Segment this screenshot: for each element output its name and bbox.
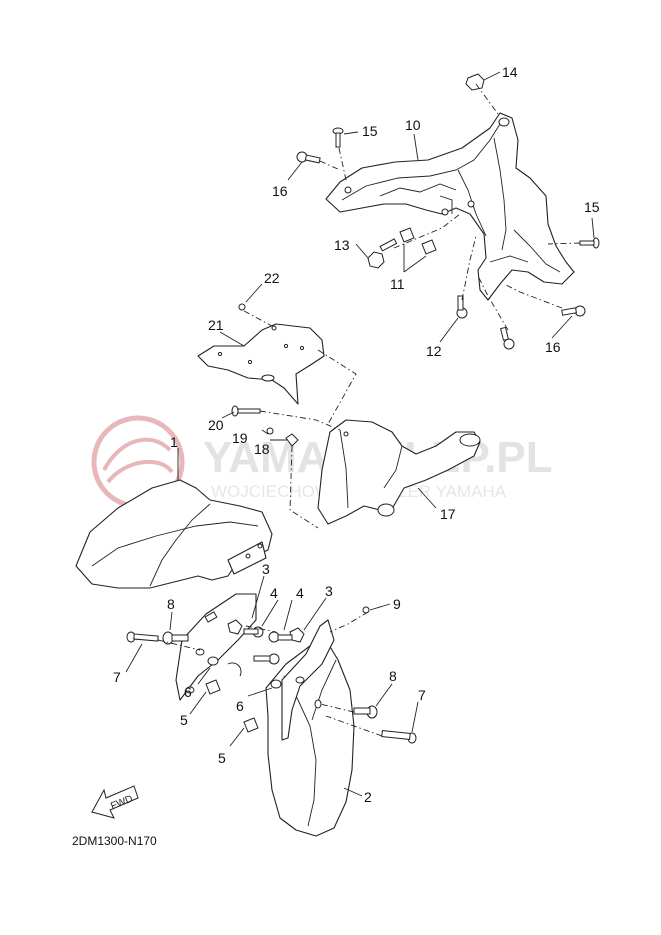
part-17-mud-guard-stay: [317, 419, 481, 525]
callout-6-left: 6: [184, 684, 192, 700]
callout-17: 17: [440, 506, 456, 522]
callout-11: 11: [390, 276, 405, 292]
screw-15-upper-icon: [332, 127, 344, 148]
bolt-4-left-icon: [243, 626, 264, 638]
callout-4-left: 4: [270, 585, 278, 601]
callout-10: 10: [405, 117, 421, 133]
callout-9: 9: [393, 596, 401, 612]
callout-20: 20: [208, 417, 224, 433]
watermark-logo-swoosh-icon: [102, 437, 174, 484]
washer-19-icon: [266, 427, 274, 435]
bolt-8-left-icon: [162, 631, 189, 645]
collar-6-right-icon: [270, 679, 282, 689]
bolt-4-right-icon: [268, 631, 293, 643]
bolt-7-left-icon: [126, 631, 159, 643]
callout-15-upper: 15: [362, 123, 378, 139]
callout-19: 19: [232, 430, 248, 446]
callout-8-right: 8: [389, 668, 397, 684]
clip-5-lower-icon: [243, 717, 259, 733]
part-10-upper-cowl: [325, 112, 575, 301]
nut-18-icon: [285, 433, 299, 447]
bolt-16-upper-icon: [296, 151, 321, 164]
clip-5-left-icon: [205, 679, 221, 695]
part-bracket-right: [281, 619, 335, 741]
callouts: 14 15 10 16 15 13 11 12 16 22 21 1 20 19…: [113, 64, 600, 805]
bolt-4-lower-icon: [253, 653, 280, 665]
screw-fender-icon: [314, 699, 322, 709]
clamp-icon: [227, 662, 242, 677]
callout-13: 13: [334, 237, 350, 253]
fwd-arrow-icon: FWD: [91, 785, 139, 819]
callout-6-right: 6: [236, 698, 244, 714]
screw-15-right-icon: [579, 237, 600, 249]
callout-8-left: 8: [167, 596, 175, 612]
callout-21: 21: [208, 317, 224, 333]
callout-22: 22: [264, 270, 280, 286]
callout-16-right: 16: [545, 339, 561, 355]
part-1-front-fender: [75, 479, 273, 589]
clip-11-b-icon: [421, 239, 437, 255]
callout-2: 2: [364, 789, 372, 805]
part-21-plate: [197, 323, 325, 405]
callout-3-left: 3: [262, 561, 270, 577]
callout-5-lower: 5: [218, 750, 226, 766]
callout-14: 14: [502, 64, 518, 80]
part-22-pin: [238, 303, 246, 311]
clip-11-a-icon: [399, 227, 415, 243]
callout-12: 12: [426, 343, 442, 359]
hardware: [126, 73, 600, 744]
callout-18: 18: [254, 441, 270, 457]
bolt-12-lower-icon: [500, 326, 515, 350]
pin-9-icon: [362, 606, 370, 614]
callout-16-upper: 16: [272, 183, 288, 199]
bolt-7-right-icon: [381, 730, 417, 744]
nut-14-icon: [465, 73, 485, 91]
bolt-20-icon: [231, 405, 261, 417]
callout-7-left: 7: [113, 669, 121, 685]
bolt-12-icon: [456, 295, 468, 319]
diagram-code: 2DM1300-N170: [72, 834, 157, 848]
bolt-8-right-icon: [353, 705, 378, 719]
callout-4-right: 4: [296, 585, 304, 601]
nut-3-left-icon: [227, 619, 243, 635]
callout-3-right: 3: [325, 583, 333, 599]
callout-7-right: 7: [418, 687, 426, 703]
leader-lines: [125, 71, 595, 797]
callout-15-right: 15: [584, 199, 600, 215]
callout-1: 1: [170, 434, 178, 450]
collar-6-left-icon: [207, 656, 219, 666]
callout-5-left: 5: [180, 712, 188, 728]
bolt-16-right-icon: [561, 305, 586, 317]
bolt-13-icon: [367, 238, 398, 269]
assembly-lines: [157, 83, 581, 737]
